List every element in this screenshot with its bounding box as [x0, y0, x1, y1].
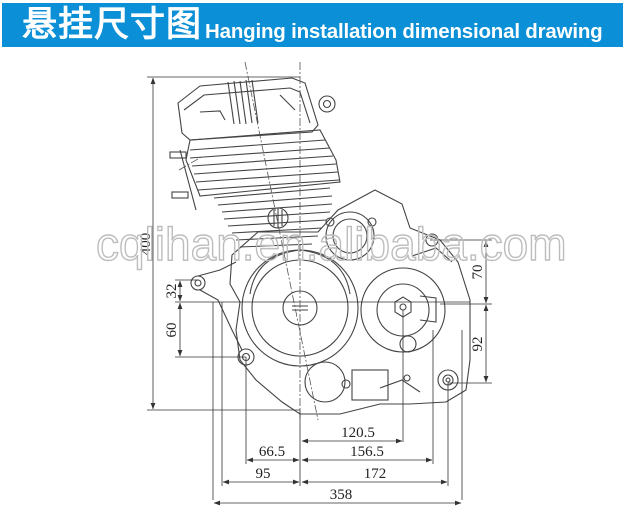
dim-left-lower: 60 — [164, 323, 180, 338]
dim-66-5: 66.5 — [259, 444, 285, 460]
dim-overall-height: 400 — [138, 233, 154, 256]
title-english: Hanging installation dimensional drawing — [205, 20, 603, 43]
dim-95: 95 — [256, 466, 271, 482]
dim-172: 172 — [364, 466, 387, 482]
center-lines — [178, 61, 319, 421]
title-chinese: 悬挂尺寸图 — [22, 5, 203, 45]
dimension-labels: 400 32 60 70 92 120.5 66.5 156.5 95 172 … — [138, 233, 486, 503]
watermark: cqlihan.en.alibaba.com — [96, 218, 567, 270]
dim-overall-width: 358 — [330, 487, 353, 503]
title-banner: 悬挂尺寸图 Hanging installation dimensional d… — [2, 3, 623, 47]
dim-120-5: 120.5 — [341, 425, 375, 441]
dim-right-lower: 92 — [470, 337, 486, 352]
engine-illustration — [169, 77, 471, 415]
dim-right-upper: 70 — [470, 265, 486, 280]
dimension-lines — [147, 76, 492, 506]
dim-left-upper: 32 — [164, 284, 180, 299]
dim-156-5: 156.5 — [350, 444, 384, 460]
